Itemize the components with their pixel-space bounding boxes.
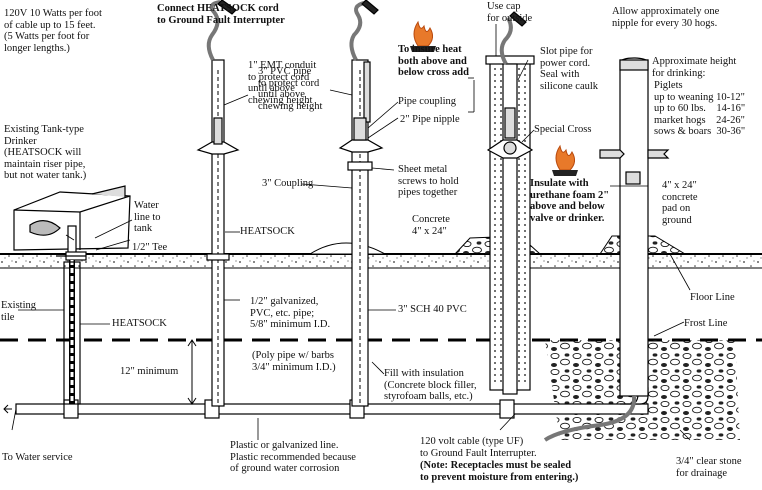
label-galvanized-pipe: 1/2" galvanized, PVC, etc. pipe; 5/8" mi… bbox=[250, 296, 331, 330]
label-floor-line: Floor Line bbox=[690, 292, 735, 303]
floor-band bbox=[0, 254, 762, 268]
label-sch40: 3" SCH 40 PVC bbox=[398, 304, 467, 315]
pvc-nipple-unit bbox=[338, 0, 384, 407]
label-concrete-pad: 4" x 24" concrete pad on ground bbox=[662, 180, 698, 226]
label-heatsock-mid: HEATSOCK bbox=[240, 226, 295, 237]
label-12-minimum: 12" minimum bbox=[120, 366, 179, 377]
label-insulate: Insulate with urethane foam 2" above and… bbox=[530, 178, 610, 224]
existing-tank-unit bbox=[13, 185, 131, 405]
label-tee: 1/2" Tee bbox=[132, 242, 168, 253]
flame-icon-1 bbox=[410, 20, 436, 52]
label-water-line: Water line to tank bbox=[134, 200, 161, 234]
label-pipe-coupling: Pipe coupling bbox=[398, 96, 457, 107]
label-approx-height: Approximate height for drinking: bbox=[652, 56, 737, 79]
label-emt-conduit: 1" EMT conduit to protect cord until abo… bbox=[248, 60, 317, 106]
label-pvc-cord: 3" PVC pipe to protect cord until above … bbox=[258, 66, 323, 112]
label-sheet-metal: Sheet metal screws to hold pipes togethe… bbox=[398, 164, 459, 198]
label-existing-tank: Existing Tank-type Drinker (HEATSOCK wil… bbox=[4, 124, 87, 181]
label-cable-uf: 120 volt cable (type UF) to Ground Fault… bbox=[420, 436, 537, 459]
label-plastic-line: Plastic or galvanized line. Plastic reco… bbox=[230, 440, 356, 474]
label-use-cap: Use cap for outside bbox=[487, 1, 533, 24]
special-cross-unit bbox=[485, 11, 535, 395]
label-insure-heat: To insure heat both above and below cros… bbox=[398, 44, 469, 78]
label-fill-insulation: Fill with insulation (Concrete block fil… bbox=[384, 368, 477, 402]
label-coupling3: 3" Coupling bbox=[262, 178, 314, 189]
label-slot-pipe: Slot pipe for power cord. Seal with sili… bbox=[540, 46, 599, 92]
to-water-arrow bbox=[3, 404, 12, 414]
label-connect-cord: Connect HEATSOCK cord to Ground Fault In… bbox=[157, 3, 285, 26]
label-note-receptacles: (Note: Receptacles must be sealed to pre… bbox=[420, 460, 579, 483]
label-heat-rate: 120V 10 Watts per foot of cable up to 15… bbox=[4, 8, 102, 54]
label-pipe-nipple: 2" Pipe nipple bbox=[400, 114, 460, 125]
label-existing-tile: Existing tile bbox=[1, 300, 37, 323]
emt-nipple-unit bbox=[196, 0, 240, 407]
label-to-water-service: To Water service bbox=[2, 452, 73, 463]
concrete-mound-small bbox=[308, 242, 386, 255]
label-heights-table: Piglets up to weaning 10-12" up to 60 lb… bbox=[654, 80, 746, 137]
outside-nipple-unit bbox=[543, 57, 670, 442]
label-concrete-small: Concrete 4" x 24" bbox=[412, 214, 450, 237]
label-frost-line: Frost Line bbox=[684, 318, 728, 329]
leader-lines bbox=[18, 24, 691, 441]
label-special-cross: Special Cross bbox=[534, 124, 592, 135]
label-clear-stone: 3/4" clear stone for drainage bbox=[676, 456, 742, 479]
label-heatsock-left: HEATSOCK bbox=[112, 318, 167, 329]
flame-icon-2 bbox=[552, 144, 578, 176]
water-main-pipe bbox=[15, 403, 649, 415]
label-allow-nipple: Allow approximately one nipple for every… bbox=[612, 6, 720, 29]
label-poly-pipe: (Poly pipe w/ barbs 3/4" minimum I.D.) bbox=[252, 350, 336, 373]
